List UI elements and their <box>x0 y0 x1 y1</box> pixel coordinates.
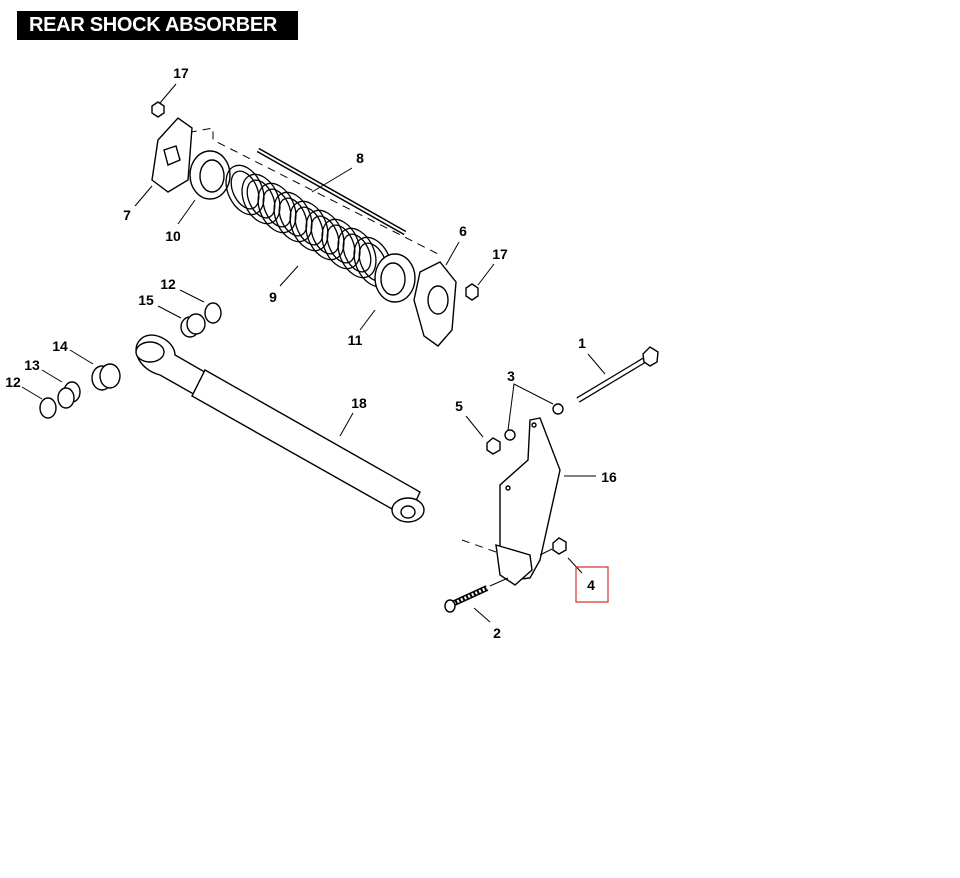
part-8-rod <box>256 147 407 236</box>
part-2-bolt <box>444 585 489 613</box>
callout-17[interactable]: 17 <box>173 65 189 81</box>
spring-coil <box>262 188 292 228</box>
callout-15[interactable]: 15 <box>138 292 154 308</box>
diagram-title: REAR SHOCK ABSORBER <box>17 11 298 40</box>
callout-8[interactable]: 8 <box>356 150 364 166</box>
part-3-washer-a <box>504 429 516 441</box>
callout-16[interactable]: 16 <box>601 469 617 485</box>
part-15-bushing <box>180 313 206 338</box>
callout-14[interactable]: 14 <box>52 338 68 354</box>
part-10-spring-seat <box>189 150 231 200</box>
assembly-line <box>174 127 441 256</box>
callout-7[interactable]: 7 <box>123 207 131 223</box>
spring-coil <box>273 191 313 243</box>
part-14-bushing <box>91 363 121 391</box>
spring-coil <box>310 215 340 255</box>
callout-6[interactable]: 6 <box>459 223 467 239</box>
part-18-shock-absorber <box>135 334 425 523</box>
callout-1[interactable]: 1 <box>578 335 586 351</box>
callout-12-left[interactable]: 12 <box>5 374 21 390</box>
spring-coil <box>289 200 329 252</box>
callout-12-upper[interactable]: 12 <box>160 276 176 292</box>
spring-coil <box>326 224 356 264</box>
highlight-box-part-4 <box>575 566 609 603</box>
part-5-nut <box>486 437 501 455</box>
callout-3[interactable]: 3 <box>507 368 515 384</box>
callout-11[interactable]: 11 <box>348 332 363 348</box>
callout-4[interactable]: 4 <box>587 577 595 593</box>
part-4-nut <box>552 537 567 555</box>
callout-13[interactable]: 13 <box>24 357 40 373</box>
spring-coil <box>342 233 372 273</box>
callout-18[interactable]: 18 <box>351 395 367 411</box>
part-16-bracket <box>495 417 561 586</box>
callout-9[interactable]: 9 <box>269 289 277 305</box>
callout-2[interactable]: 2 <box>493 625 501 641</box>
part-11-spring-seat <box>374 253 416 303</box>
spring-coil <box>321 218 361 270</box>
part-13-sleeve <box>57 381 81 409</box>
part-17-nut-right <box>465 283 479 301</box>
spring-coil <box>230 170 260 210</box>
spring-coil <box>278 197 308 237</box>
part-3-washer-b <box>552 403 564 415</box>
assembly-line-bracket <box>461 539 497 553</box>
spring-coil <box>257 182 297 234</box>
part-1-bolt <box>576 346 659 403</box>
part-12-oring-left <box>39 397 57 419</box>
callout-17-right[interactable]: 17 <box>492 246 508 262</box>
part-6-lower-mount <box>413 261 457 347</box>
part-12-oring-upper <box>204 302 222 324</box>
part-7-upper-mount <box>151 117 193 193</box>
part-9-spring <box>225 164 393 288</box>
callout-10[interactable]: 10 <box>165 228 181 244</box>
leader-lines <box>21 83 606 623</box>
part-17-nut-top <box>151 101 165 118</box>
callout-5[interactable]: 5 <box>455 398 463 414</box>
spring-coil <box>294 206 324 246</box>
spring-coil <box>305 209 345 261</box>
spring-coil <box>246 179 276 219</box>
spring-coil <box>241 173 281 225</box>
